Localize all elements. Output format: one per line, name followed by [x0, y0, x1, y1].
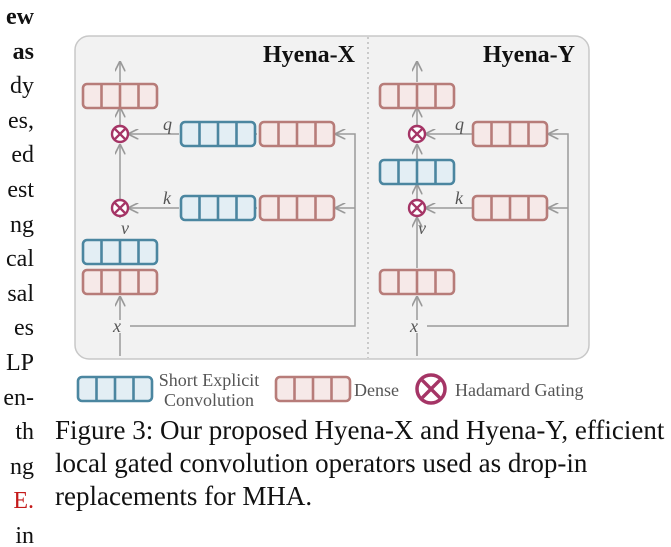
hx-k-label: k	[163, 188, 172, 208]
left-column-text: ew as dy es, ed est ng cal sal es LP en-…	[0, 0, 34, 547]
legend-conv-swatch	[76, 375, 154, 403]
left-line: ng	[10, 453, 34, 480]
hx-x-label: x	[112, 316, 121, 336]
left-line: cal	[6, 246, 34, 273]
left-line: as	[12, 38, 34, 65]
hy-k-label: k	[455, 188, 464, 208]
legend-dense-label: Dense	[354, 380, 399, 400]
left-line: es,	[8, 107, 34, 134]
legend-conv-label: Short Explicit Convolution	[155, 370, 263, 410]
left-line-ref: E.	[13, 488, 34, 515]
left-line: in	[15, 522, 34, 547]
legend-dense-swatch	[274, 375, 352, 403]
hyena-diagram: Hyena-X Hyena-Y	[74, 35, 590, 405]
hx-dense-q	[258, 120, 336, 148]
hx-v-label: v	[121, 218, 129, 238]
left-line: LP	[5, 349, 34, 376]
legend-gate-icon	[415, 373, 447, 405]
legend-gate-label: Hadamard Gating	[455, 380, 584, 400]
hx-gate-k-icon	[110, 198, 130, 218]
left-line: dy	[10, 73, 34, 100]
legend-conv-label-line1: Short Explicit	[158, 370, 260, 390]
hx-dense-output	[81, 82, 159, 110]
hy-gate-k-icon	[407, 198, 427, 218]
left-line: ew	[6, 4, 34, 30]
left-line: en-	[3, 384, 34, 411]
left-line: sal	[7, 280, 34, 307]
hy-dense-k	[471, 194, 549, 222]
hx-q-label: q	[163, 114, 172, 134]
left-line: est	[7, 176, 34, 203]
hy-dense-v	[378, 268, 456, 296]
hx-conv-v	[81, 238, 159, 266]
hy-gate-q-icon	[407, 124, 427, 144]
hx-dense-k	[258, 194, 336, 222]
left-line: th	[15, 419, 34, 446]
hy-conv-mid	[378, 158, 456, 186]
figure-caption: Figure 3: Our proposed Hyena-X and Hyena…	[55, 415, 665, 511]
hyena-x-title: Hyena-X	[263, 42, 356, 68]
hy-x-label: x	[409, 316, 418, 336]
hx-gate-q-icon	[110, 124, 130, 144]
hx-conv-q	[179, 120, 257, 148]
legend-conv-label-line2: Convolution	[163, 390, 254, 410]
hy-dense-output	[378, 82, 456, 110]
hy-dense-q	[471, 120, 549, 148]
hy-q-label: q	[455, 114, 464, 134]
left-line: ng	[10, 211, 34, 238]
left-line: es	[14, 315, 34, 342]
hy-v-label: v	[418, 218, 426, 238]
left-line: ed	[11, 142, 34, 169]
hx-conv-k	[179, 194, 257, 222]
hx-dense-v	[81, 268, 159, 296]
hyena-y-title: Hyena-Y	[483, 42, 575, 68]
